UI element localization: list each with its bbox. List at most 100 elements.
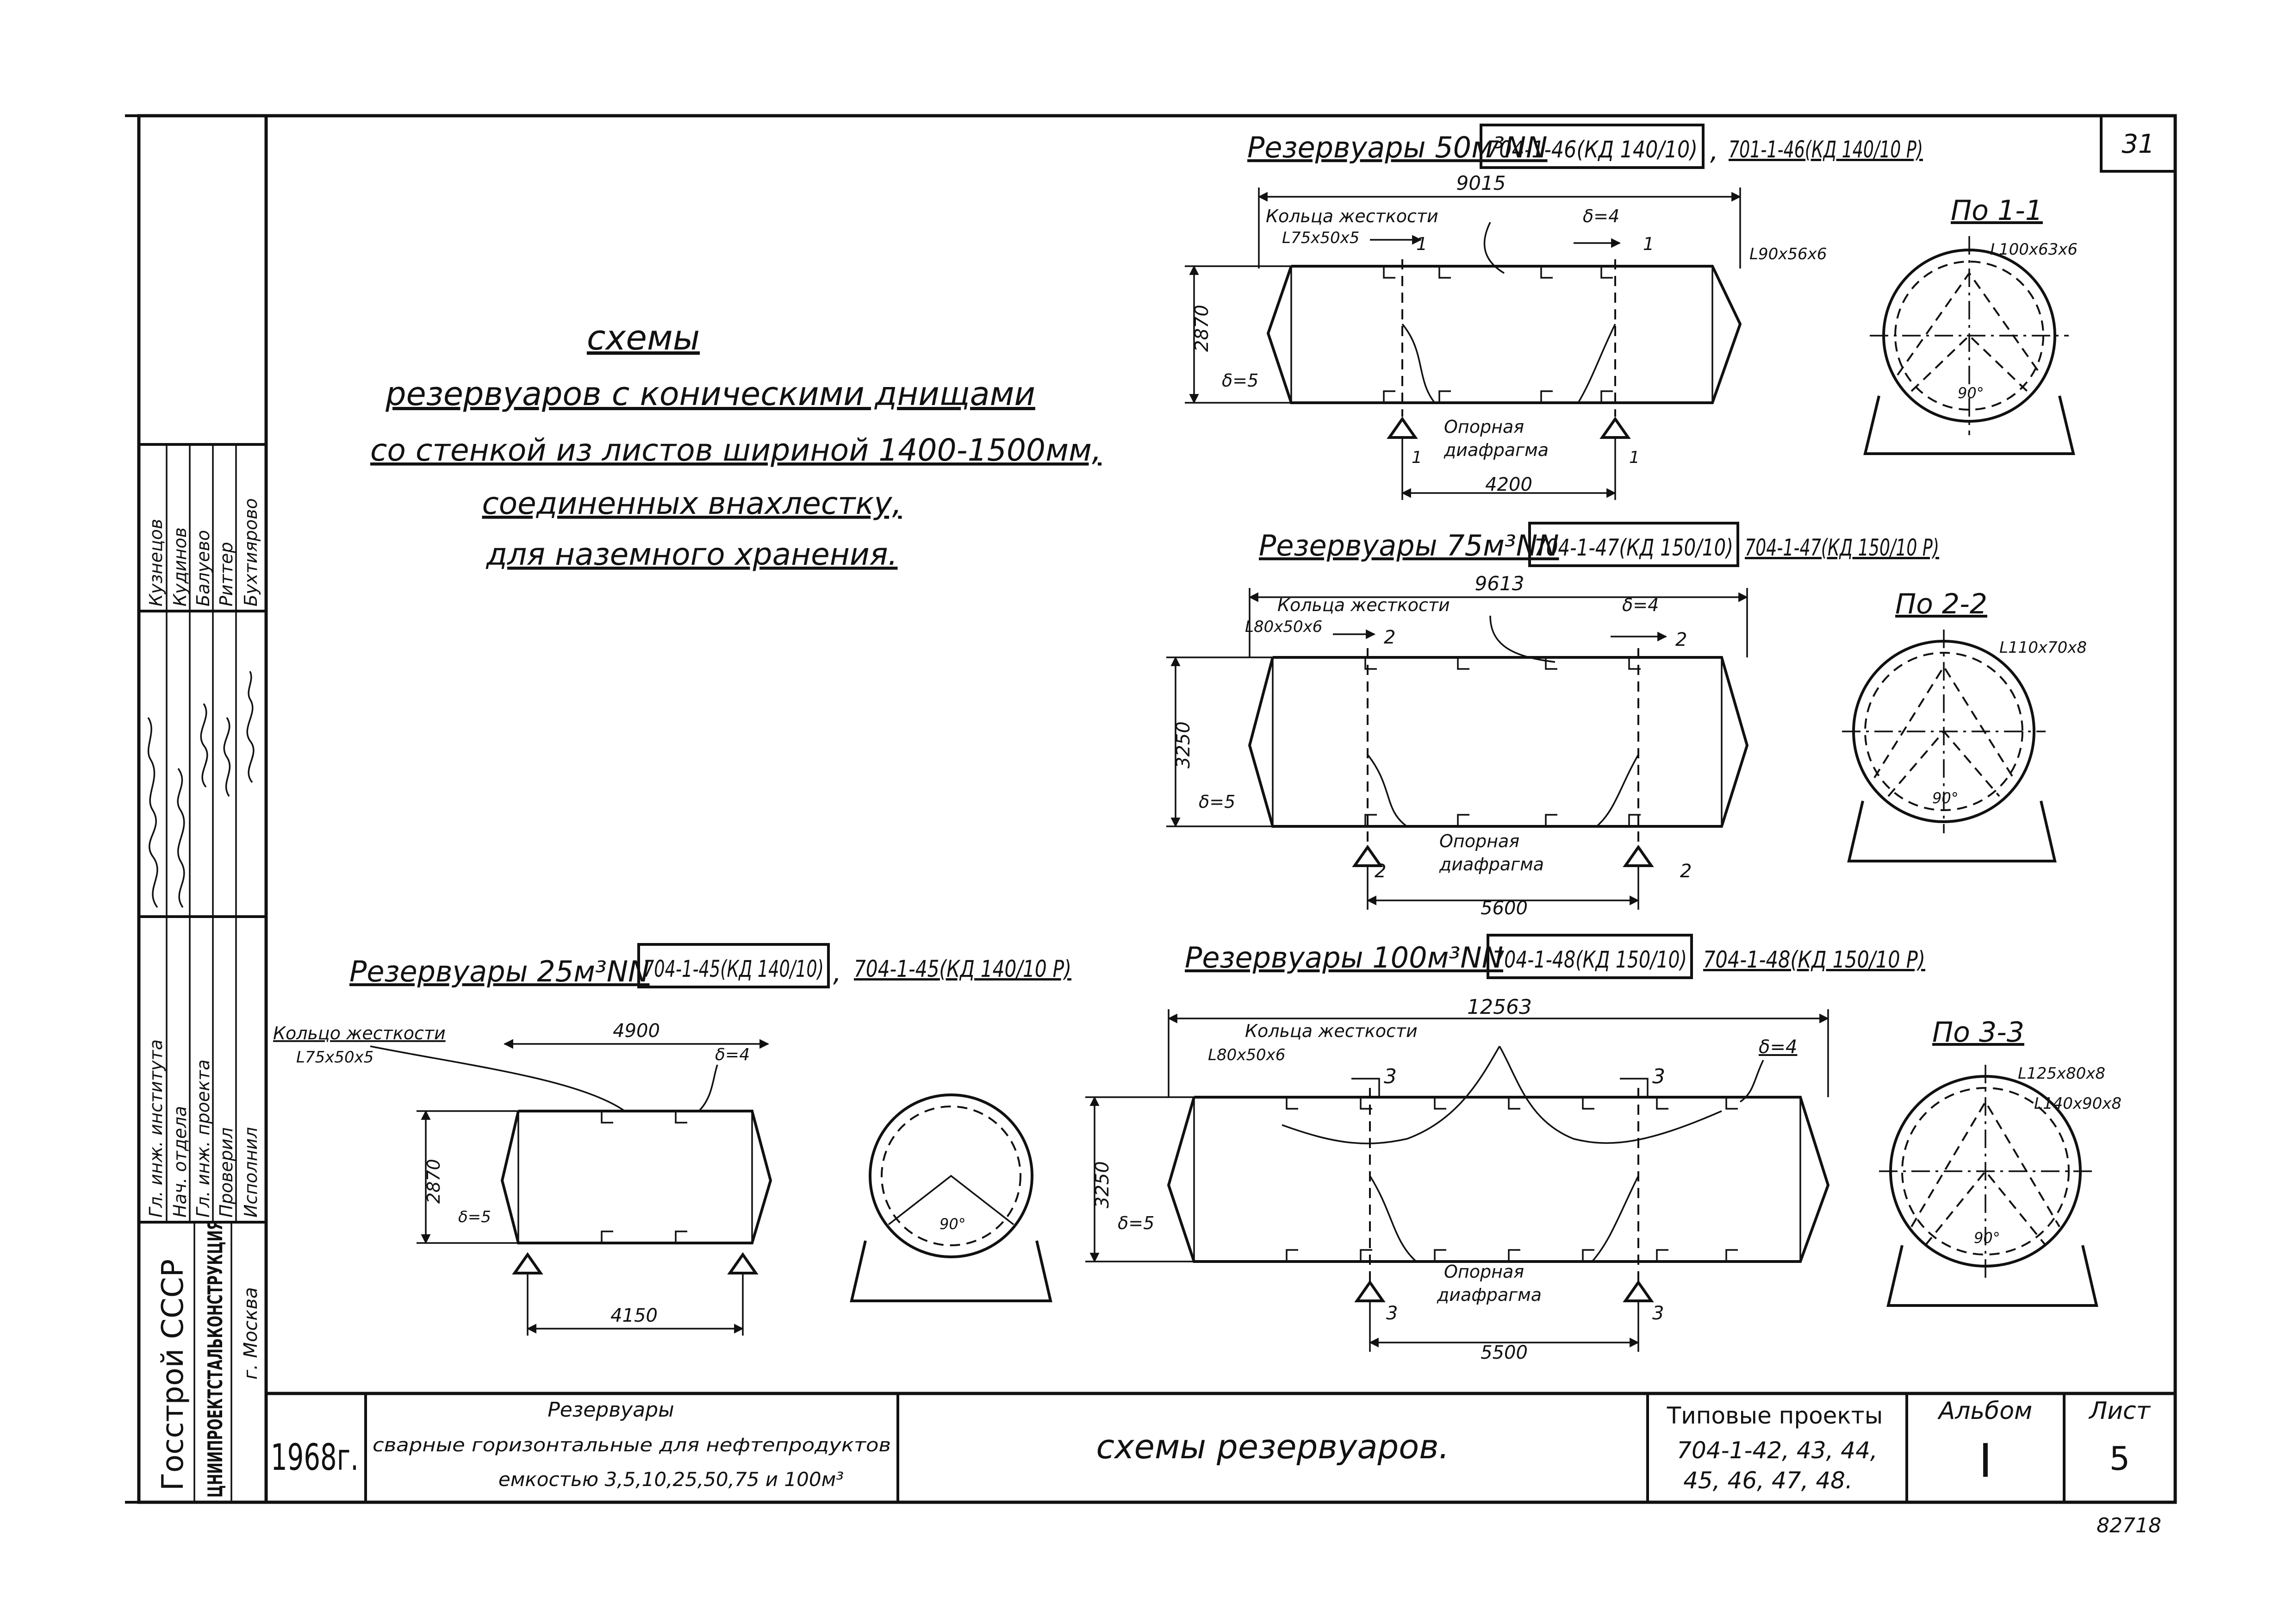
tank75-shell — [1248, 656, 1749, 828]
tank100-cut-d: 3 — [1652, 1303, 1664, 1324]
tank25-sep: , — [833, 958, 841, 988]
tank25-angle: 90° — [940, 1215, 966, 1233]
tank50-code2: 701-1-46(КД 140/10 Р) — [1729, 136, 1923, 163]
tank100-delta5: δ=5 — [1118, 1213, 1154, 1233]
tank-75-drawing: Резервуары 75м³NN 704-1-47(КД 150/10) 70… — [1166, 522, 2087, 919]
sheet-number-cell — [2100, 114, 2177, 173]
tank75-cut-a: 2 — [1384, 627, 1395, 648]
tank-100-drawing: Резервуары 100м³NN 704-1-48(КД 150/10) 7… — [1085, 934, 2122, 1363]
title-projects-line3: 45, 46, 47, 48. — [1683, 1467, 1853, 1494]
tank75-ring-profile: L80x50x6 — [1245, 618, 1322, 636]
title-projects-line2: 704-1-42, 43, 44, — [1677, 1437, 1878, 1464]
tank25-code1-box — [637, 943, 830, 988]
side-org-line2: ЦНИИПРОЕКТСТАЛЬКОНСТРУКЦИЯ — [204, 1220, 227, 1498]
side-stamp: Госстрой СССР ЦНИИПРОЕКТСТАЛЬКОНСТРУКЦИЯ… — [138, 443, 266, 1502]
tank100-ring-label: Кольца жесткости — [1245, 1021, 1418, 1041]
tank50-section-angle: 90° — [1958, 384, 1984, 402]
role-checked-by: Проверил — [216, 1127, 236, 1218]
tank75-length: 9613 — [1475, 572, 1524, 595]
name-bukhtiyarovo: Бухтиярово — [241, 498, 261, 606]
bottom-stamp-number: 82718 — [2097, 1514, 2161, 1537]
tank75-cut-b: 2 — [1675, 629, 1687, 650]
tank-25-drawing: Резервуары 25м³NN 704-1-45(КД 140/10) , … — [273, 943, 1071, 1336]
tank75-span: 5600 — [1481, 898, 1528, 919]
tank100-support-label2: диафрагма — [1437, 1285, 1542, 1305]
tank100-section-profile-a: L125x80x8 — [2018, 1064, 2105, 1083]
name-baluevo: Балуево — [193, 530, 213, 606]
tank50-section-profile-b: L100x63x6 — [1990, 240, 2078, 259]
tank100-code2: 704-1-48(КД 150/10 Р) — [1703, 946, 1925, 973]
tank25-heading: Резервуары 25м³NN — [349, 955, 650, 988]
tank50-heading: Резервуары 50м³NN — [1247, 131, 1548, 164]
tank50-ring-label: Кольца жесткости — [1266, 206, 1438, 226]
title-line-5: для наземного хранения. — [485, 537, 897, 572]
tank50-cut-c: 1 — [1412, 448, 1422, 467]
tank25-span: 4150 — [610, 1305, 658, 1326]
tank50-section-profile-a: L90x56x6 — [1749, 245, 1827, 263]
tank100-cut-a: 3 — [1384, 1065, 1397, 1088]
tank75-support-label2: диафрагма — [1439, 854, 1544, 874]
title-sheet-label: Лист — [2088, 1397, 2151, 1425]
tank100-heading: Резервуары 100м³NN — [1185, 941, 1503, 974]
role-chief-project-engineer: Гл. инж. проекта — [193, 1059, 213, 1218]
tank50-code1-box — [1480, 124, 1705, 169]
tank75-cut-c: 2 — [1375, 861, 1386, 882]
name-kudinov: Кудинов — [170, 527, 190, 606]
title-line-4: соединенных внахлестку, — [482, 486, 902, 521]
tank50-cut-d: 1 — [1629, 448, 1640, 467]
tank75-section-title: По 2-2 — [1895, 588, 1987, 620]
side-org-line1: Госстрой СССР — [156, 1259, 190, 1491]
title-drawing-name: схемы резервуаров. — [1096, 1427, 1449, 1466]
tank50-shell — [1266, 265, 1742, 404]
tank50-length: 9015 — [1456, 172, 1506, 194]
tank25-code1: 704-1-45(КД 140/10) — [643, 956, 824, 982]
title-year: 1968г. — [271, 1437, 359, 1479]
role-performed-by: Исполнил — [241, 1127, 261, 1218]
tank25-code2: 704-1-45(КД 140/10 Р) — [854, 956, 1071, 982]
tank25-delta4: δ=4 — [715, 1045, 750, 1064]
tank25-ring-profile: L75x50x5 — [296, 1048, 373, 1067]
tank100-section-title: По 3-3 — [1932, 1016, 2024, 1049]
sheet-number-top: 31 — [2122, 129, 2154, 159]
tank75-heading: Резервуары 75м³NN — [1259, 529, 1559, 562]
tank25-length: 4900 — [613, 1020, 660, 1042]
tank50-delta4: δ=4 — [1583, 206, 1619, 226]
tank75-support-label1: Опорная — [1439, 831, 1519, 851]
signature-3 — [200, 703, 208, 788]
title-line-2: резервуаров с коническими днищами — [385, 375, 1035, 413]
title-block: 1968г. Резервуары сварные горизонтальные… — [266, 1392, 2175, 1502]
tank50-cut-a: 1 — [1416, 234, 1427, 254]
tank25-height: 2870 — [423, 1159, 444, 1204]
name-kuznetsov: Кузнецов — [146, 519, 166, 606]
sheet-frame — [137, 114, 2177, 1504]
tank75-section-angle: 90° — [1932, 789, 1959, 807]
tank25-shell — [500, 1110, 772, 1244]
tank100-delta4: δ=4 — [1759, 1037, 1797, 1058]
tank100-cut-b: 3 — [1652, 1065, 1665, 1088]
title-album-label: Альбом — [1937, 1397, 2033, 1425]
tank75-code2: 704-1-47(КД 150/10 Р) — [1745, 534, 1939, 561]
tank100-code1-box — [1487, 934, 1693, 979]
tank75-delta5: δ=5 — [1199, 792, 1235, 812]
tank100-section-angle: 90° — [1974, 1229, 2000, 1247]
signature-1 — [147, 717, 158, 908]
tank50-support-label1: Опорная — [1444, 417, 1524, 437]
role-chief-engineer-institute: Гл. инж. института — [146, 1039, 166, 1218]
title-desc-line3: емкостью 3,5,10,25,50,75 и 100м³ — [498, 1468, 844, 1491]
tank-50-drawing: Резервуары 50м³NN 704-1-46(КД 140/10) , … — [1185, 124, 2078, 500]
tank100-length: 12563 — [1467, 995, 1532, 1019]
title-album-value: I — [1979, 1434, 1992, 1488]
title-desc-line2: сварные горизонтальные для нефтепродукто… — [373, 1435, 891, 1456]
tank100-ring-profile: L80x50x6 — [1208, 1046, 1285, 1064]
tank50-sep: , — [1710, 136, 1718, 166]
tank50-delta5: δ=5 — [1222, 370, 1258, 391]
tank100-code1: 704-1-48(КД 150/10) — [1493, 946, 1687, 973]
main-title: схемы резервуаров с коническими днищами … — [370, 318, 1101, 572]
name-ritter: Риттер — [216, 542, 236, 606]
tank75-code1-box — [1528, 522, 1739, 567]
title-sheet-value: 5 — [2109, 1440, 2130, 1478]
tank75-delta4: δ=4 — [1622, 595, 1659, 615]
tank50-section-title: По 1-1 — [1951, 194, 2043, 227]
tank75-ring-label: Кольца жесткости — [1277, 595, 1450, 615]
